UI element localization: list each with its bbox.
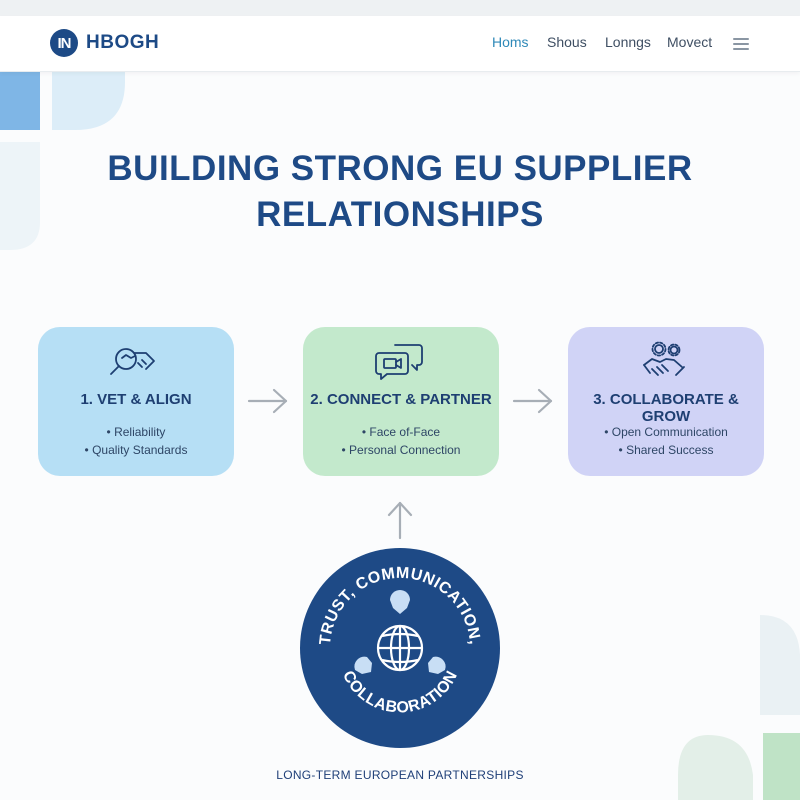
arrow-right-icon: [247, 388, 288, 414]
logo-badge: IN: [50, 29, 78, 57]
step-bullet: • Face of-Face: [361, 425, 441, 439]
handshake-gears-icon: [643, 341, 685, 376]
step-bullet: • Shared Success: [618, 443, 714, 457]
decorative-shapes-bottom-right: [678, 615, 800, 800]
step-card-collaborate-grow: 3. COLLABORATE & GROW • Open Communicati…: [568, 327, 764, 476]
step-title: 1. VET & ALIGN: [80, 391, 192, 408]
arrow-up-icon: [387, 501, 413, 540]
hamburger-menu-icon[interactable]: [733, 38, 749, 50]
step-bullet: • Open Communication: [604, 425, 728, 439]
decorative-shapes-top-left: [0, 72, 125, 250]
step-bullet: • Reliability: [106, 425, 166, 439]
hub-circle: TRUST, COMMUNICATION, COLLABORATION: [300, 548, 500, 748]
step-card-vet-align: 1. VET & ALIGN • Reliability • Quality S…: [38, 327, 234, 476]
nav-item-movect[interactable]: Movect: [667, 34, 713, 50]
page-title: BUILDING STRONG EU SUPPLIER RELATIONSHIP…: [0, 146, 800, 238]
arrow-right-icon: [512, 388, 553, 414]
logo-text: HBOGH: [86, 32, 160, 53]
step-title: 2. CONNECT & PARTNER: [310, 391, 492, 408]
step-bullet: • Quality Standards: [84, 443, 188, 457]
page-title-line-1: BUILDING STRONG EU SUPPLIER: [107, 149, 693, 188]
nav-item-home[interactable]: Homs: [492, 34, 529, 50]
video-chat-icon: [375, 344, 423, 380]
globe-icon: [376, 624, 424, 672]
navbar: IN HBOGH Homs Shous Lonngs Movect: [0, 16, 800, 72]
handshake-magnifier-icon: [110, 348, 155, 375]
people-icon: [354, 590, 446, 674]
nav-item-lonngs[interactable]: Lonngs: [605, 34, 651, 50]
page-title-line-2: RELATIONSHIPS: [256, 195, 544, 234]
top-strip: [0, 0, 800, 16]
step-card-connect-partner: 2. CONNECT & PARTNER • Face of-Face • Pe…: [303, 327, 499, 476]
step-title: 3. COLLABORATE & GROW: [593, 391, 739, 425]
nav-item-shous[interactable]: Shous: [547, 34, 587, 50]
logo[interactable]: IN HBOGH: [50, 29, 159, 57]
step-bullet: • Personal Connection: [341, 443, 461, 457]
footer-label: LONG-TERM EUROPEAN PARTNERSHIPS: [276, 768, 524, 782]
